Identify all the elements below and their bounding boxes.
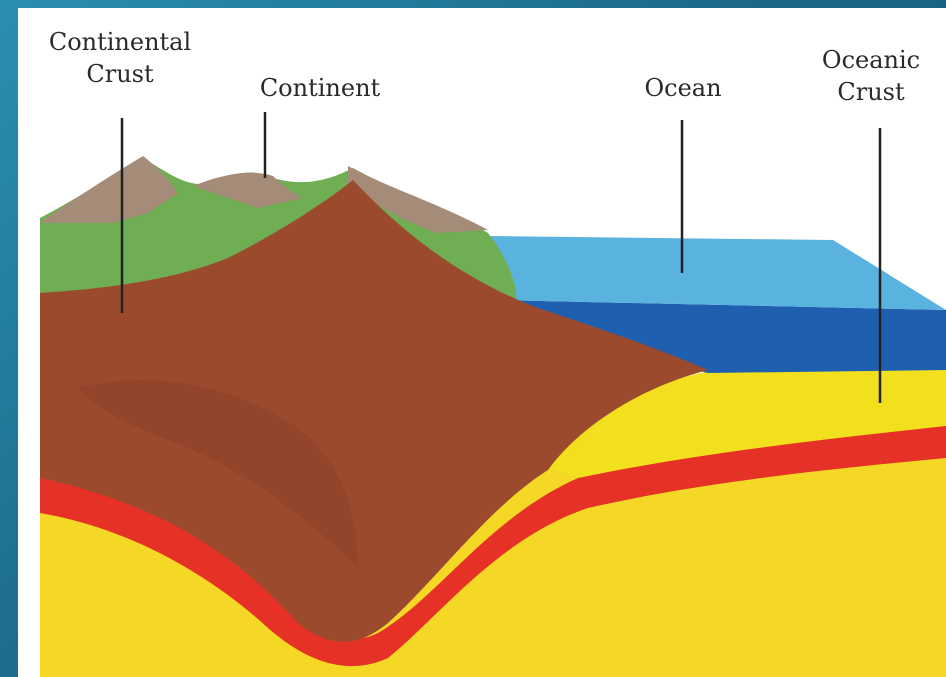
ocean-label-text: Ocean: [628, 72, 738, 104]
ocean-label: Ocean: [628, 72, 738, 104]
continent-label: Continent: [240, 72, 400, 104]
ocean-surface-layer: [488, 236, 946, 310]
continental-crust-label-line2: Crust: [40, 58, 200, 90]
oceanic-crust-label: Oceanic Crust: [806, 44, 936, 108]
diagram-figure: Continental Crust Continent Ocean Oceani…: [18, 8, 946, 677]
continent-label-text: Continent: [240, 72, 400, 104]
continental-crust-label: Continental Crust: [40, 26, 200, 90]
oceanic-crust-label-line2: Crust: [806, 76, 936, 108]
continental-crust-label-line1: Continental: [40, 26, 200, 58]
oceanic-crust-label-line1: Oceanic: [806, 44, 936, 76]
crust-diagram-illustration: [18, 8, 946, 677]
